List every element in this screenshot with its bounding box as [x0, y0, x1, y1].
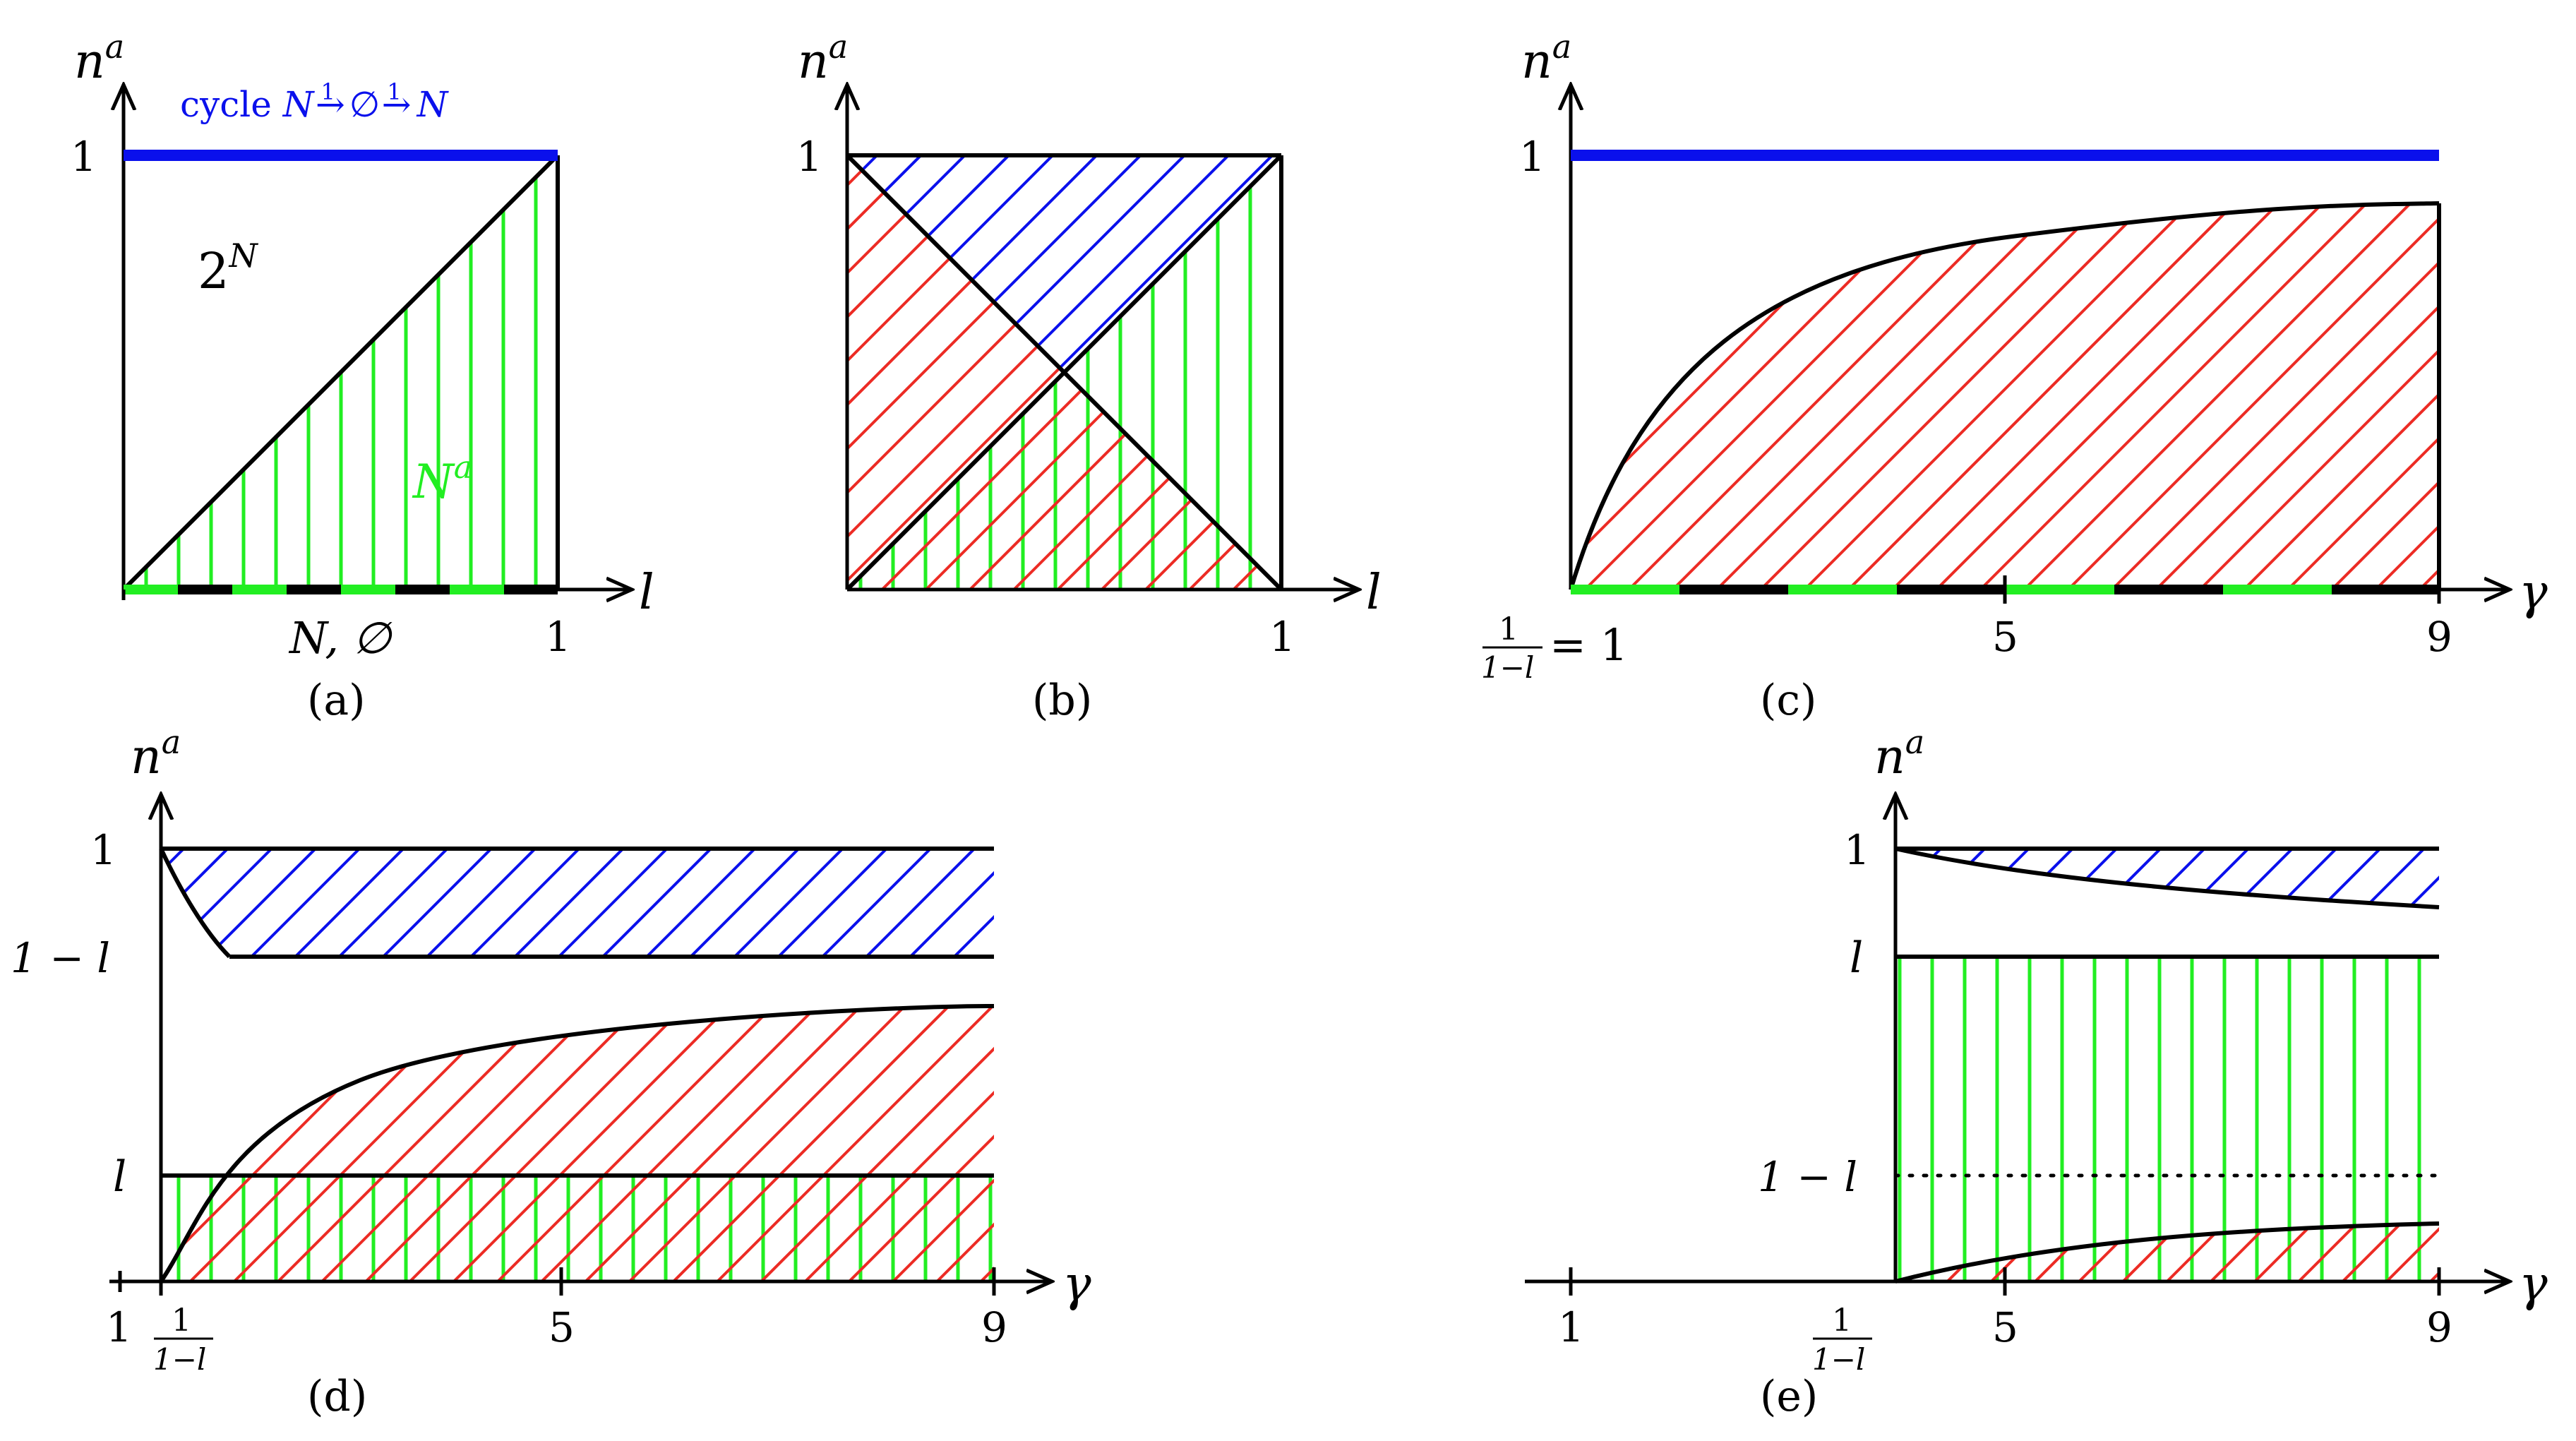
panel-e: na γ 1 l 1 − l 1 1 1−l 5 9 (e): [1525, 723, 2548, 1421]
region-label-2n: 2N: [198, 237, 259, 300]
origin-fraction-label: 1 1−l = 1: [1481, 611, 1628, 685]
caption-b: (b): [1032, 676, 1092, 725]
svg-text:1−l: 1−l: [1481, 650, 1534, 685]
x-axis-label: γ: [2519, 1257, 2548, 1313]
caption-c: (c): [1760, 676, 1816, 725]
x-tick-fraction: 1 1−l: [153, 1303, 213, 1377]
y-tick-one-minus-l: 1 − l: [11, 934, 110, 982]
diagonal-boundary: [121, 153, 560, 592]
blue-lower-curve: [1895, 847, 2440, 909]
y-tick-l: l: [1850, 933, 1863, 983]
red-region: [1571, 203, 2439, 590]
red-region: [1895, 1224, 2439, 1281]
y-tick-one: 1: [90, 826, 116, 874]
svg-text:1: 1: [1499, 611, 1518, 647]
caption-e: (e): [1760, 1372, 1818, 1421]
x-tick-nine: 9: [2426, 613, 2452, 661]
x-tick-one: 1: [545, 613, 571, 661]
y-axis-label: na: [131, 723, 181, 785]
blue-lower-curve: [159, 847, 232, 959]
panel-b: na l 1 1 (b): [796, 28, 1382, 725]
x-tick-nine: 9: [2426, 1303, 2452, 1351]
y-axis-label: na: [74, 28, 124, 90]
caption-d: (d): [307, 1372, 367, 1421]
y-tick-one: 1: [1519, 133, 1545, 181]
y-tick-one: 1: [71, 133, 97, 181]
panel-d: na γ 1 1 − l l 1 1 1−l 5 9 (d): [11, 723, 1091, 1421]
x-tick-nine: 9: [981, 1303, 1007, 1351]
y-axis-label: na: [1521, 28, 1571, 90]
upper-curve: [1569, 201, 2440, 590]
x-axis-label: γ: [1062, 1257, 1091, 1313]
svg-text:1: 1: [172, 1303, 191, 1339]
x-tick-fraction: 1 1−l: [1812, 1303, 1872, 1377]
y-axis-label: na: [1874, 723, 1924, 785]
x-tick-five: 5: [549, 1303, 575, 1351]
x-axis-label: γ: [2519, 565, 2548, 621]
red-upper-curve: [159, 1004, 995, 1283]
axis-label-n-empty: N, ∅: [288, 612, 393, 664]
falling-diagonal: [845, 153, 1283, 592]
svg-text:1−l: 1−l: [1812, 1342, 1865, 1377]
y-tick-one: 1: [796, 133, 822, 181]
svg-text:1−l: 1−l: [153, 1342, 206, 1377]
blue-region: [847, 155, 1281, 373]
svg-text:1: 1: [1832, 1303, 1852, 1339]
panel-c: na γ 1 5 9 1 1−l = 1 (c): [1481, 28, 2548, 725]
x-tick-five: 5: [1992, 1303, 2018, 1351]
x-tick-one: 1: [106, 1303, 132, 1351]
x-axis-label: l: [1366, 565, 1382, 621]
y-tick-l: l: [113, 1152, 126, 1202]
red-upper-curve: [1895, 1221, 2440, 1284]
caption-a: (a): [307, 676, 366, 725]
y-axis-label: na: [798, 28, 848, 90]
y-tick-one-minus-l: 1 − l: [1758, 1153, 1857, 1201]
y-tick-one: 1: [1844, 826, 1870, 874]
x-tick-five: 5: [1992, 613, 2018, 661]
x-tick-one: 1: [1269, 613, 1295, 661]
red-region: [161, 1006, 994, 1281]
x-tick-one: 1: [1558, 1303, 1584, 1351]
svg-text:= 1: = 1: [1550, 619, 1628, 671]
blue-region: [1895, 849, 2439, 907]
blue-region: [161, 849, 994, 957]
x-axis-label: l: [639, 565, 654, 621]
region-label-na: Na: [412, 450, 472, 509]
